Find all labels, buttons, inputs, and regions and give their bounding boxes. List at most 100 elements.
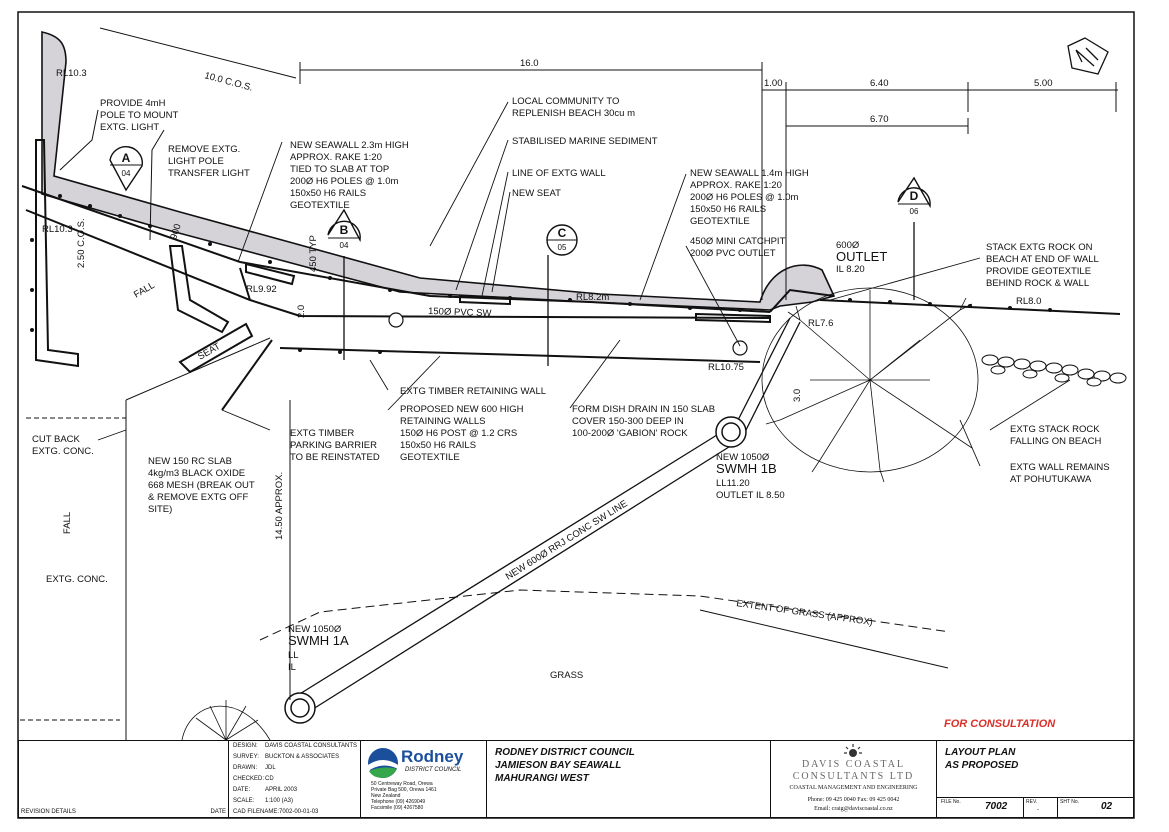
label-cut-back-1: CUT BACK xyxy=(32,434,81,445)
section-marker-d: D 06 xyxy=(897,176,931,300)
checked-value: CD xyxy=(265,776,274,782)
revision-date: DATE xyxy=(210,809,226,815)
drawing-title-cell: LAYOUT PLAN AS PROPOSED FILE No. 7002 RE… xyxy=(937,741,1133,817)
label-seawall23-5: 150x50 H6 RAILS xyxy=(290,188,366,199)
sw-pipe-line xyxy=(289,317,801,717)
label-catchpit-2: 200Ø PVC OUTLET xyxy=(690,248,776,259)
consultant-cell: DAVIS COASTAL CONSULTANTS LTD COASTAL MA… xyxy=(771,741,937,817)
survey-value: BUCKTON & ASSOCIATES xyxy=(265,754,340,760)
label-line-extg-wall: LINE OF EXTG WALL xyxy=(512,168,606,179)
label-provide-pole-3: EXTG. LIGHT xyxy=(100,122,159,133)
sheet-border xyxy=(17,11,1135,819)
label-rl-10-3: RL10.3 xyxy=(56,68,87,79)
label-stack-rock-3: PROVIDE GEOTEXTILE xyxy=(986,266,1091,277)
label-fall-2: FALL xyxy=(62,512,73,534)
label-proposed-4: 150x50 H6 RAILS xyxy=(400,440,476,451)
sht-key: SHT No. xyxy=(1060,799,1080,805)
label-stack-rock-4: BEHIND ROCK & WALL xyxy=(986,278,1089,289)
section-letter-b: B xyxy=(340,223,349,237)
section-sheet-c: 05 xyxy=(558,243,567,252)
label-1450: 14.50 APPROX. xyxy=(274,472,285,540)
drawn-value: JDL xyxy=(265,765,276,771)
label-provide-pole-1: PROVIDE 4mH xyxy=(100,98,166,109)
label-wall-remains-2: AT POHUTUKAWA xyxy=(1010,474,1092,485)
label-swmh1b-outlet: OUTLET IL 8.50 xyxy=(716,490,785,501)
consultant-phone: Phone: 09 425 0040 Fax: 09 425 0042 xyxy=(807,797,900,803)
label-outlet: OUTLET xyxy=(836,249,887,264)
project-line-2: JAMIESON BAY SEAWALL xyxy=(495,760,622,771)
manhole-swmh-1a xyxy=(284,692,316,724)
dimension-lines xyxy=(99,27,1118,300)
seawall-band xyxy=(41,31,836,311)
label-cos-250: 2.50 C.O.S. xyxy=(76,218,87,268)
file-no-key: FILE No. xyxy=(941,799,961,805)
date-value: APRIL 2003 xyxy=(265,787,298,793)
label-stabilised: STABILISED MARINE SEDIMENT xyxy=(512,136,658,147)
rev-key: REV. xyxy=(1026,799,1038,805)
catchpit-marker xyxy=(388,312,404,328)
label-swmh1b: SWMH 1B xyxy=(716,461,777,476)
drawing-title-1: LAYOUT PLAN xyxy=(945,747,1016,758)
label-dim-670: 6.70 xyxy=(870,114,889,125)
label-parking-3: TO BE REINSTATED xyxy=(290,452,380,463)
title-block: REVISION DETAILS DATE DESIGN: DAVIS COAS… xyxy=(18,740,1134,818)
label-dish-drain-3: 100-200Ø 'GABION' ROCK xyxy=(572,428,688,439)
label-seawall14-2: APPROX. RAKE 1:20 xyxy=(690,180,782,191)
council-address-4: Telephone (09) 4269049 xyxy=(371,799,426,805)
label-new-seat: NEW SEAT xyxy=(512,188,561,199)
label-proposed-1: PROPOSED NEW 600 HIGH xyxy=(400,404,524,415)
leader-lines xyxy=(97,101,1071,467)
label-cos-10: 10.0 C.O.S. xyxy=(203,70,254,93)
council-logo-cell: Rodney DISTRICT COUNCIL 50 Centreway Roa… xyxy=(361,741,487,817)
label-swmh1b-new: NEW 1050Ø xyxy=(716,452,770,463)
label-450typ: 450 TYP xyxy=(308,235,319,272)
section-marker-c: C 05 xyxy=(546,224,578,366)
pole-markers xyxy=(30,194,1052,354)
label-seawall23-6: GEOTEXTILE xyxy=(290,200,350,211)
label-new-slab-1: NEW 150 RC SLAB xyxy=(148,456,232,467)
label-rrj-line: NEW 600Ø RRJ CONC SW LINE xyxy=(504,498,630,582)
label-swmh1a-ll: LL xyxy=(288,650,299,661)
label-dish-drain-2: COVER 150-300 DEEP IN xyxy=(572,416,684,427)
label-fall: FALL xyxy=(132,280,157,301)
consultant-line-2: CONSULTANTS LTD xyxy=(792,771,915,782)
label-rl-9-92: RL9.92 xyxy=(246,284,277,295)
label-stack-rock-2: BEACH AT END OF WALL xyxy=(986,254,1099,265)
label-pvc-sw: 150Ø PVC SW xyxy=(428,306,492,319)
cad-key: CAD FILENAME: xyxy=(233,809,280,815)
label-extg-retaining: EXTG TIMBER RETAINING WALL xyxy=(400,386,546,397)
design-key: DESIGN: xyxy=(233,743,258,749)
section-marker-a: A 04 xyxy=(109,146,143,192)
north-arrow-icon xyxy=(1067,37,1109,75)
council-name: Rodney xyxy=(401,747,464,766)
rev-value: - xyxy=(1037,807,1039,813)
label-grass: GRASS xyxy=(550,670,583,681)
label-provide-pole-2: POLE TO MOUNT xyxy=(100,110,178,121)
label-seawall14-1: NEW SEAWALL 1.4m HIGH xyxy=(690,168,809,179)
label-seawall23-2: APPROX. RAKE 1:20 xyxy=(290,152,382,163)
label-new-slab-4: & REMOVE EXTG OFF xyxy=(148,492,248,503)
section-sheet-a: 04 xyxy=(122,169,131,178)
label-dim-640: 6.40 xyxy=(870,78,889,89)
label-rl-7-6: RL7.6 xyxy=(808,318,833,329)
drawn-key: DRAWN: xyxy=(233,765,258,771)
sun-logo-icon xyxy=(844,744,862,757)
label-extg-conc: EXTG. CONC. xyxy=(46,574,108,585)
label-2-0: 2.0 xyxy=(296,305,307,318)
label-rl-8-0: RL8.0 xyxy=(1016,296,1041,307)
label-new-slab-2: 4kg/m3 BLACK OXIDE xyxy=(148,468,245,479)
label-new-slab-5: SITE) xyxy=(148,504,172,515)
label-rl-10-75: RL10.75 xyxy=(708,362,744,373)
stack-rocks xyxy=(981,354,1127,387)
scale-key: SCALE: xyxy=(233,798,255,804)
sht-value: 02 xyxy=(1101,801,1113,812)
date-key: DATE: xyxy=(233,787,251,793)
label-swmh1a-new: NEW 1050Ø xyxy=(288,624,342,635)
label-dim-16: 16.0 xyxy=(520,58,539,69)
drawing-title-2: AS PROPOSED xyxy=(945,760,1019,771)
label-dish-drain-1: FORM DISH DRAIN IN 150 SLAB xyxy=(572,404,715,415)
tree-sw-icon xyxy=(181,700,271,741)
section-sheet-b: 04 xyxy=(340,241,349,250)
label-proposed-5: GEOTEXTILE xyxy=(400,452,460,463)
label-seawall14-4: 150x50 H6 RAILS xyxy=(690,204,766,215)
